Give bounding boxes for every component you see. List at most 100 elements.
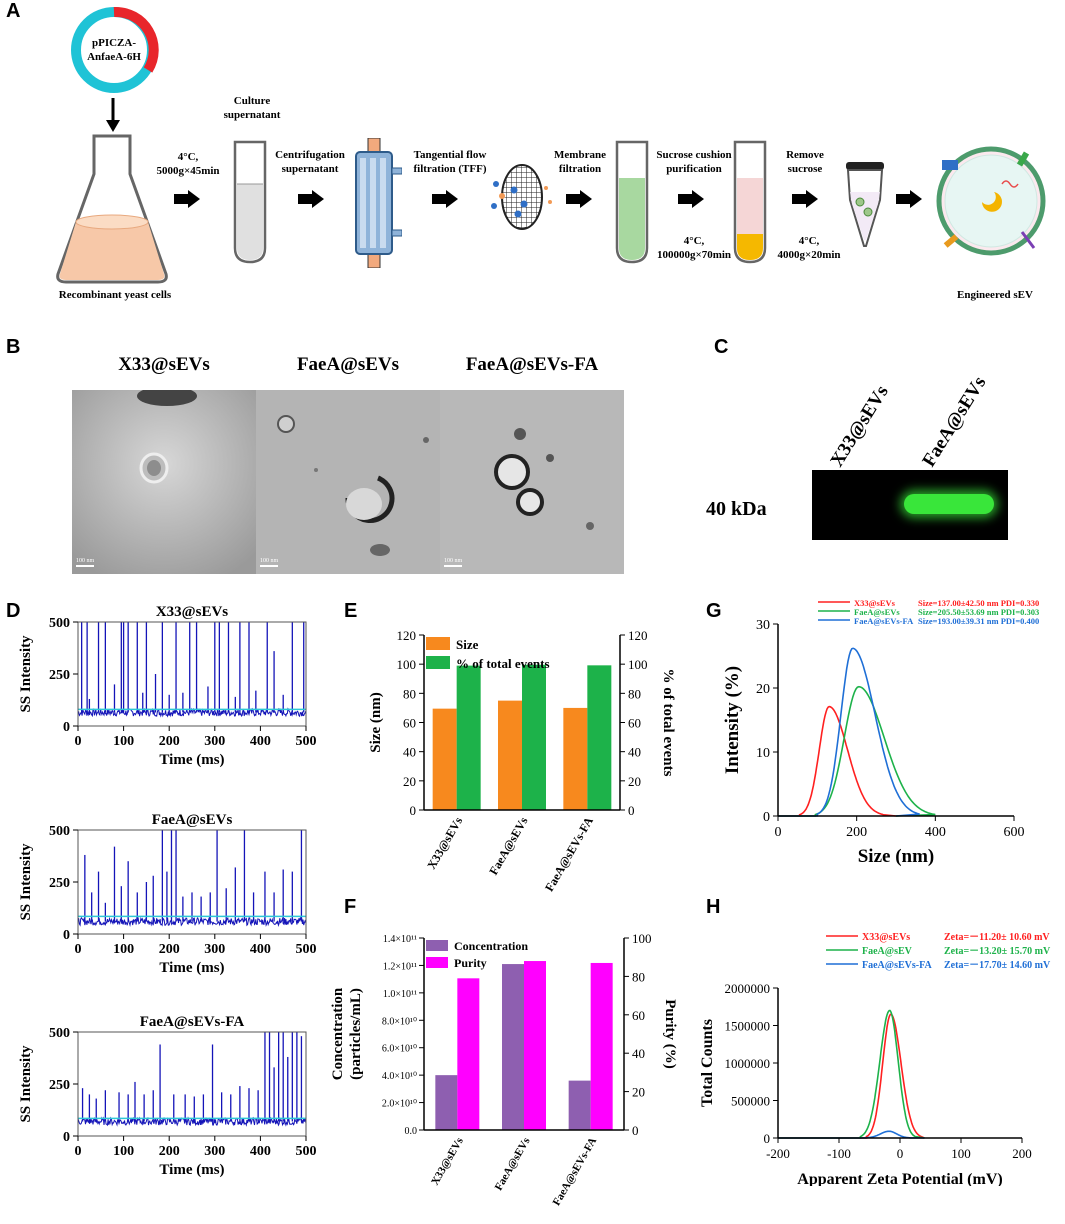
engineered-sev-diagram xyxy=(936,146,1046,256)
x-tick-label: 0 xyxy=(75,1144,82,1159)
step-arrow xyxy=(432,190,458,208)
legend-label: X33@sEVs xyxy=(862,932,910,943)
y2-axis-label: Purity (%) xyxy=(662,999,678,1069)
sucrose-tube xyxy=(733,140,767,264)
bar-size xyxy=(432,708,457,810)
eppendorf-tube xyxy=(846,162,884,247)
y2-tick-label: 0 xyxy=(628,803,635,818)
x-tick-label: 400 xyxy=(250,1144,271,1159)
y2-axis-label: % of total events xyxy=(660,669,676,777)
y-tick-label: 100 xyxy=(397,657,417,672)
x-tick-label: 0 xyxy=(897,1146,904,1161)
y-tick-label: 250 xyxy=(49,668,70,683)
series-line xyxy=(778,1009,925,1139)
legend-info: Size=193.00±39.31 nm PDI=0.400 xyxy=(918,616,1039,626)
y-axis-label-2: (particles/mL) xyxy=(348,988,364,1080)
x-tick-label: 200 xyxy=(846,825,867,840)
y-tick-label: 1500000 xyxy=(725,1019,771,1034)
panel-label-d: D xyxy=(6,600,21,622)
subplot-title: FaeA@sEVs xyxy=(152,812,233,828)
y-tick-label: 500000 xyxy=(731,1094,770,1109)
noise-trace xyxy=(77,707,307,718)
bar-events xyxy=(587,665,612,810)
x-tick-label: 300 xyxy=(204,734,225,749)
engineered-sev-label: Engineered sEV xyxy=(957,289,1033,301)
step-arrow xyxy=(792,190,818,208)
step-arrow xyxy=(566,190,592,208)
down-arrow xyxy=(106,98,120,132)
legend-label: FaeA@sEV xyxy=(862,946,913,957)
legend-label: X33@sEVs xyxy=(854,598,896,608)
culture-tube xyxy=(233,140,267,264)
y-tick-label: 1000000 xyxy=(725,1056,771,1071)
y-tick-label: 250 xyxy=(49,876,70,891)
x-tick-label: 0 xyxy=(75,734,82,749)
legend-info: Zeta=－17.70± 14.60 mV xyxy=(944,960,1051,971)
legend-label: Size xyxy=(456,637,479,652)
bar-concentration xyxy=(502,964,524,1130)
svg-text:100 nm: 100 nm xyxy=(444,558,463,564)
filter-mesh-icon xyxy=(491,164,552,230)
x-tick-label: 300 xyxy=(204,1144,225,1159)
x-tick-label: -200 xyxy=(766,1146,790,1161)
panel-label-a: A xyxy=(6,0,21,22)
lane-label-x33: X33@sEVs xyxy=(826,382,892,470)
panel-label-f: F xyxy=(344,896,357,918)
remove-sucrose-condition: 4°C,4000g×20min xyxy=(777,235,841,261)
y2-tick-label: 80 xyxy=(628,686,641,701)
y2-tick-label: 100 xyxy=(632,931,652,946)
subplot-title: FaeA@sEVs-FA xyxy=(140,1014,245,1030)
molecular-weight-marker: 40 kDa xyxy=(706,498,767,520)
y-tick-label: 2.0×10¹⁰ xyxy=(382,1099,417,1110)
y-tick-label: 1.0×10¹¹ xyxy=(383,989,417,1000)
sucrose-condition: 4°C,100000g×70min xyxy=(656,235,732,261)
y2-tick-label: 80 xyxy=(632,969,645,984)
y2-tick-label: 120 xyxy=(628,628,648,643)
x-axis-label: Apparent Zeta Potential (mV) xyxy=(797,1171,1002,1186)
y-tick-label: 10 xyxy=(756,746,770,761)
legend-info: Size=137.00±42.50 nm PDI=0.330 xyxy=(918,598,1039,608)
legend-info: Zeta=－13.20± 15.70 mV xyxy=(944,946,1051,957)
legend-swatch xyxy=(426,957,448,968)
legend-swatch xyxy=(426,637,450,650)
bar-concentration xyxy=(435,1075,458,1130)
x-tick-label: 100 xyxy=(113,1144,134,1159)
western-blot-image xyxy=(812,470,1008,540)
x-tick-label: 500 xyxy=(296,942,317,957)
y2-tick-label: 60 xyxy=(632,1008,645,1023)
series-line xyxy=(778,705,897,817)
x-tick-label: 400 xyxy=(250,734,271,749)
tem-image-faea-fa: 100 nm xyxy=(440,390,624,574)
y-tick-label: 20 xyxy=(403,774,416,789)
plasmid-label-1: pPICZA- xyxy=(92,37,136,49)
x-tick-label: FaeA@sEVs-FA xyxy=(542,814,596,894)
series-line xyxy=(778,1013,925,1139)
y-tick-label: 6.0×10¹⁰ xyxy=(382,1044,417,1055)
plasmid-insert xyxy=(113,6,159,73)
y-axis-label: SS Intensity xyxy=(18,843,34,921)
series-line xyxy=(778,685,936,817)
y-tick-label: 500 xyxy=(49,824,70,839)
panel-label-g: G xyxy=(706,600,722,622)
western-band xyxy=(904,494,994,514)
y-axis-label: Total Counts xyxy=(700,1019,716,1107)
legend-label: % of total events xyxy=(456,656,550,671)
flask-icon xyxy=(56,134,168,284)
tff-cartridge xyxy=(355,138,402,268)
y-tick-label: 0 xyxy=(63,928,70,943)
x-tick-label: 200 xyxy=(159,942,180,957)
panel-label-c: C xyxy=(714,336,729,358)
x-tick-label: -100 xyxy=(827,1146,851,1161)
x-tick-label: 100 xyxy=(113,942,134,957)
y-tick-label: 250 xyxy=(49,1078,70,1093)
western-lane-labels: X33@sEVs FaeA@sEVs xyxy=(826,373,990,470)
y-tick-label: 120 xyxy=(397,628,417,643)
